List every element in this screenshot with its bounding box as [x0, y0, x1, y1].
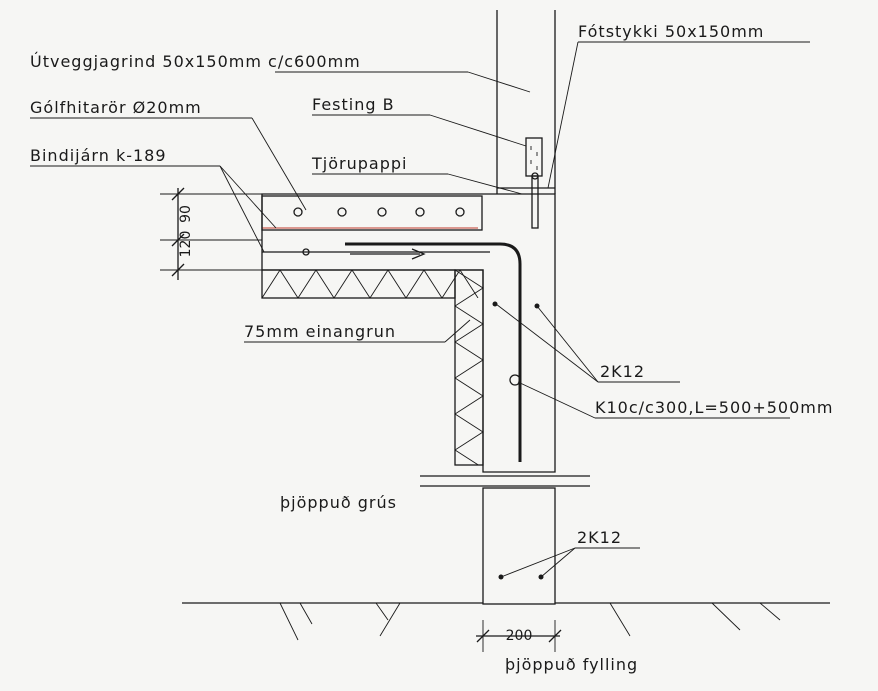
wall-frame — [496, 10, 556, 229]
dim-slab-top: 90 — [178, 205, 194, 223]
label-tjorupappi: Tjörupappi — [311, 154, 407, 173]
insulation — [261, 269, 484, 466]
heating-pipe-icon — [293, 207, 303, 217]
heating-pipe-icon — [415, 207, 425, 217]
leader-lines — [30, 41, 810, 578]
label-golfhitaror: Gólfhitarör Ø20mm — [30, 98, 202, 117]
labels: Fótstykki 50x150mm Útveggjagrind 50x150m… — [30, 22, 833, 674]
label-fotstykki: Fótstykki 50x150mm — [578, 22, 764, 41]
label-grus: þjöppuð grús — [280, 493, 397, 512]
heating-pipe-icon — [455, 207, 465, 217]
label-rebar-k10: K10c/c300,L=500+500mm — [595, 398, 833, 417]
festing-bracket — [525, 137, 543, 177]
label-fylling: þjöppuð fylling — [505, 655, 638, 674]
label-bindijarn: Bindijárn k-189 — [30, 146, 167, 165]
dim-wall-width: 200 — [506, 628, 533, 644]
concrete-section — [261, 193, 590, 605]
label-rebar-top: 2K12 — [600, 362, 645, 381]
reinforcement — [345, 242, 544, 580]
heating-pipe-icon — [337, 207, 347, 217]
label-rebar-bottom: 2K12 — [577, 528, 622, 547]
floor-heating — [261, 195, 490, 256]
dimension-wall: 200 — [476, 620, 562, 652]
dim-slab-height: 120 — [178, 231, 194, 258]
heating-pipe-icon — [377, 207, 387, 217]
label-einangrun: 75mm einangrun — [244, 322, 396, 341]
ground-line — [182, 602, 830, 641]
dimension-slab: 120 90 — [160, 187, 262, 280]
label-utveggjagrind: Útveggjagrind 50x150mm c/c600mm — [30, 52, 361, 71]
label-festing: Festing B — [312, 95, 395, 114]
anchor-bolt — [531, 175, 539, 229]
